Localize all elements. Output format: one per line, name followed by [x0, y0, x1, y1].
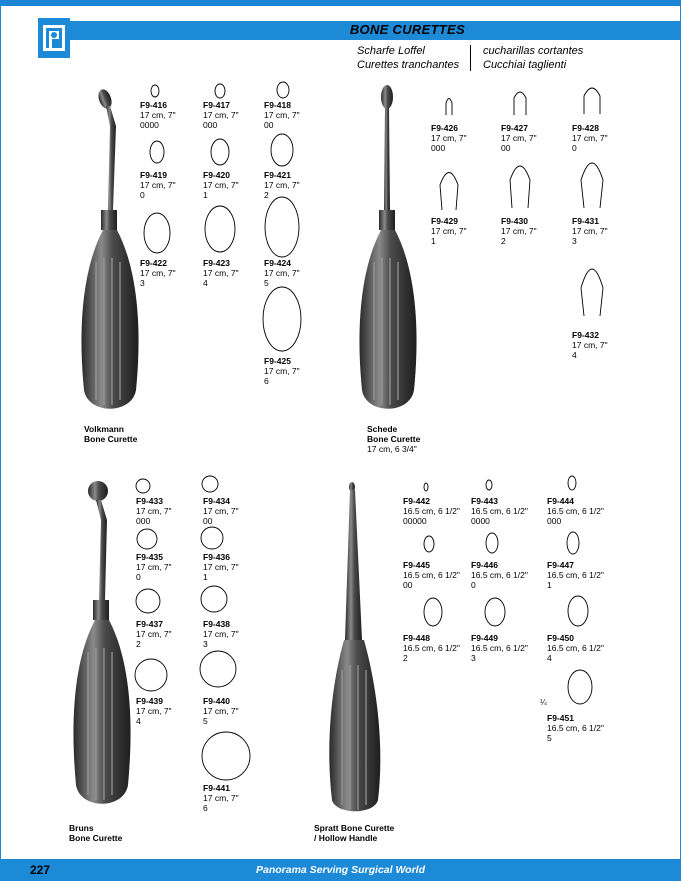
- tip-f419: [149, 140, 165, 164]
- tip-f421: [270, 133, 294, 167]
- tip-f417: [214, 83, 226, 99]
- subtitle-german: Scharfe Loffel: [357, 45, 425, 57]
- tip-f437: [135, 588, 161, 614]
- schede-curette-image: [359, 85, 417, 409]
- tip-f444: [567, 475, 577, 491]
- tip-f416: [150, 84, 160, 98]
- tip-f451: [567, 669, 593, 705]
- tip-f442: [423, 482, 429, 492]
- tip-f431: [580, 162, 604, 209]
- tip-f434: [201, 475, 219, 493]
- footer-bar: [0, 859, 681, 881]
- tip-f448: [423, 597, 443, 627]
- tip-f429: [439, 172, 459, 211]
- caption-schede: Schede Bone Curette 17 cm, 6 3/4": [367, 424, 421, 454]
- top-accent-bar: [0, 0, 681, 6]
- tip-f446: [485, 532, 499, 554]
- scale-mark: ¼: [540, 698, 547, 707]
- tip-f430: [509, 165, 531, 209]
- tip-f432: [580, 268, 604, 317]
- tip-f443: [485, 479, 493, 491]
- tip-f445: [423, 535, 435, 553]
- tip-f435: [136, 528, 158, 550]
- tip-f439: [134, 658, 168, 692]
- tip-f423: [204, 205, 236, 253]
- panorama-logo: [38, 18, 70, 58]
- caption-spratt: Spratt Bone Curette / Hollow Handle: [314, 823, 395, 843]
- tip-f436: [200, 526, 224, 550]
- spratt-curette-image: [329, 482, 381, 812]
- tip-f450: [567, 595, 589, 627]
- page-title: BONE CURETTES: [349, 22, 465, 37]
- tip-f440: [199, 650, 237, 688]
- subtitle-divider: [470, 45, 471, 71]
- tip-f438: [200, 585, 228, 613]
- subtitle-spanish: cucharillas cortantes: [483, 45, 584, 57]
- tip-f424: [264, 196, 300, 258]
- caption-volkmann: Volkmann Bone Curette: [84, 424, 138, 444]
- subtitle-italian: Cucchiai taglienti: [483, 59, 567, 71]
- tip-f422: [143, 212, 171, 254]
- tip-f428: [583, 87, 601, 114]
- tip-f433: [135, 478, 151, 494]
- volkmann-curette-image: [81, 89, 139, 409]
- caption-bruns: Bruns Bone Curette: [69, 823, 123, 843]
- tip-f426: [445, 98, 453, 115]
- title-bar: [70, 21, 681, 40]
- bruns-curette-image: [73, 481, 131, 804]
- tip-f427: [513, 91, 527, 115]
- tip-f425: [262, 286, 302, 352]
- tip-f420: [210, 138, 230, 166]
- footer-slogan: Panorama Serving Surgical World: [255, 864, 426, 876]
- page-number: 227: [30, 863, 51, 877]
- tip-f449: [484, 597, 506, 627]
- tip-f418: [276, 81, 290, 99]
- subtitle-french: Curettes tranchantes: [357, 59, 460, 71]
- tip-f447: [566, 531, 580, 555]
- tip-f441: [201, 731, 251, 781]
